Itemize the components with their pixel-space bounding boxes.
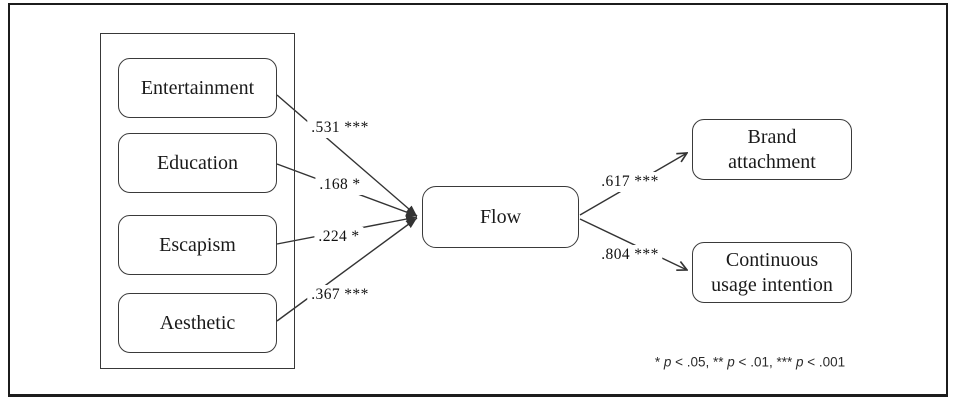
coefficient-flow-brand-attachment: .617 *** [597,172,663,192]
box-escapism: Escapism [118,215,277,275]
box-flow-label: Flow [479,205,522,228]
box-continuous-usage-intention: Continuous usage intention [692,242,852,303]
box-aesthetic-label: Aesthetic [159,311,236,334]
arrow-aesthetic-to-flow [276,217,418,322]
box-continuous-usage-intention-label: Continuous usage intention [711,249,833,296]
box-entertainment: Entertainment [118,58,277,118]
coefficient-education-flow: .168 * [315,175,365,195]
figure-border-frame [8,3,948,397]
coefficient-entertainment-flow: .531 *** [307,118,373,138]
box-education-label: Education [156,151,239,174]
coefficient-flow-continuous-usage: .804 *** [597,245,663,265]
coefficient-aesthetic-flow: .367 *** [307,285,373,305]
box-brand-attachment-label: Brand attachment [728,126,816,173]
box-aesthetic: Aesthetic [118,293,277,353]
box-flow: Flow [422,186,579,248]
box-entertainment-label: Entertainment [140,76,255,99]
arrow-entertainment-to-flow [276,94,418,217]
coefficient-escapism-flow: .224 * [314,227,364,247]
arrow-flow-to-continuous-usage [579,218,687,270]
significance-note: * p < .05, ** p < .01, *** p < .001 [654,354,846,370]
box-education: Education [118,133,277,193]
box-escapism-label: Escapism [159,233,236,256]
predictor-group-box [100,33,295,369]
box-brand-attachment: Brand attachment [692,119,852,180]
